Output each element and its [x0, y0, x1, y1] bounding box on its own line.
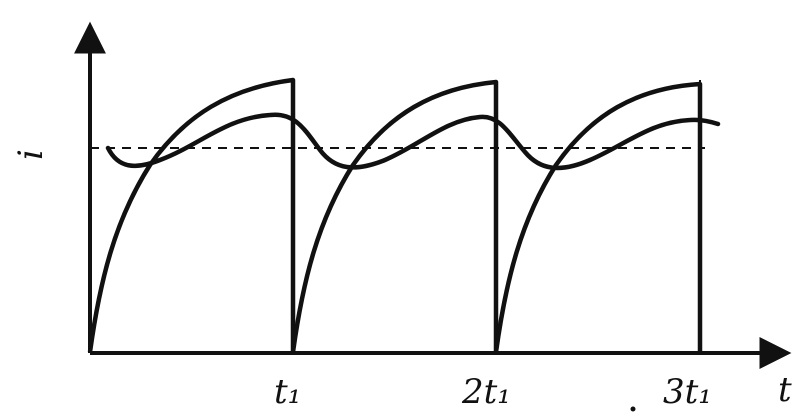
tick-label-2t1: 2t₁	[461, 372, 511, 412]
tick-label-t1: t₁	[274, 372, 301, 412]
charging-curve-1	[87, 77, 296, 353]
charging-curve-2	[290, 79, 499, 353]
x-axis-label: t	[778, 370, 792, 410]
charging-curve-3	[493, 81, 703, 353]
y-axis-label: i	[11, 149, 51, 160]
tick-label-3t1: 3t₁	[663, 372, 712, 412]
response-curve	[105, 112, 721, 171]
stray-dot	[630, 406, 636, 412]
